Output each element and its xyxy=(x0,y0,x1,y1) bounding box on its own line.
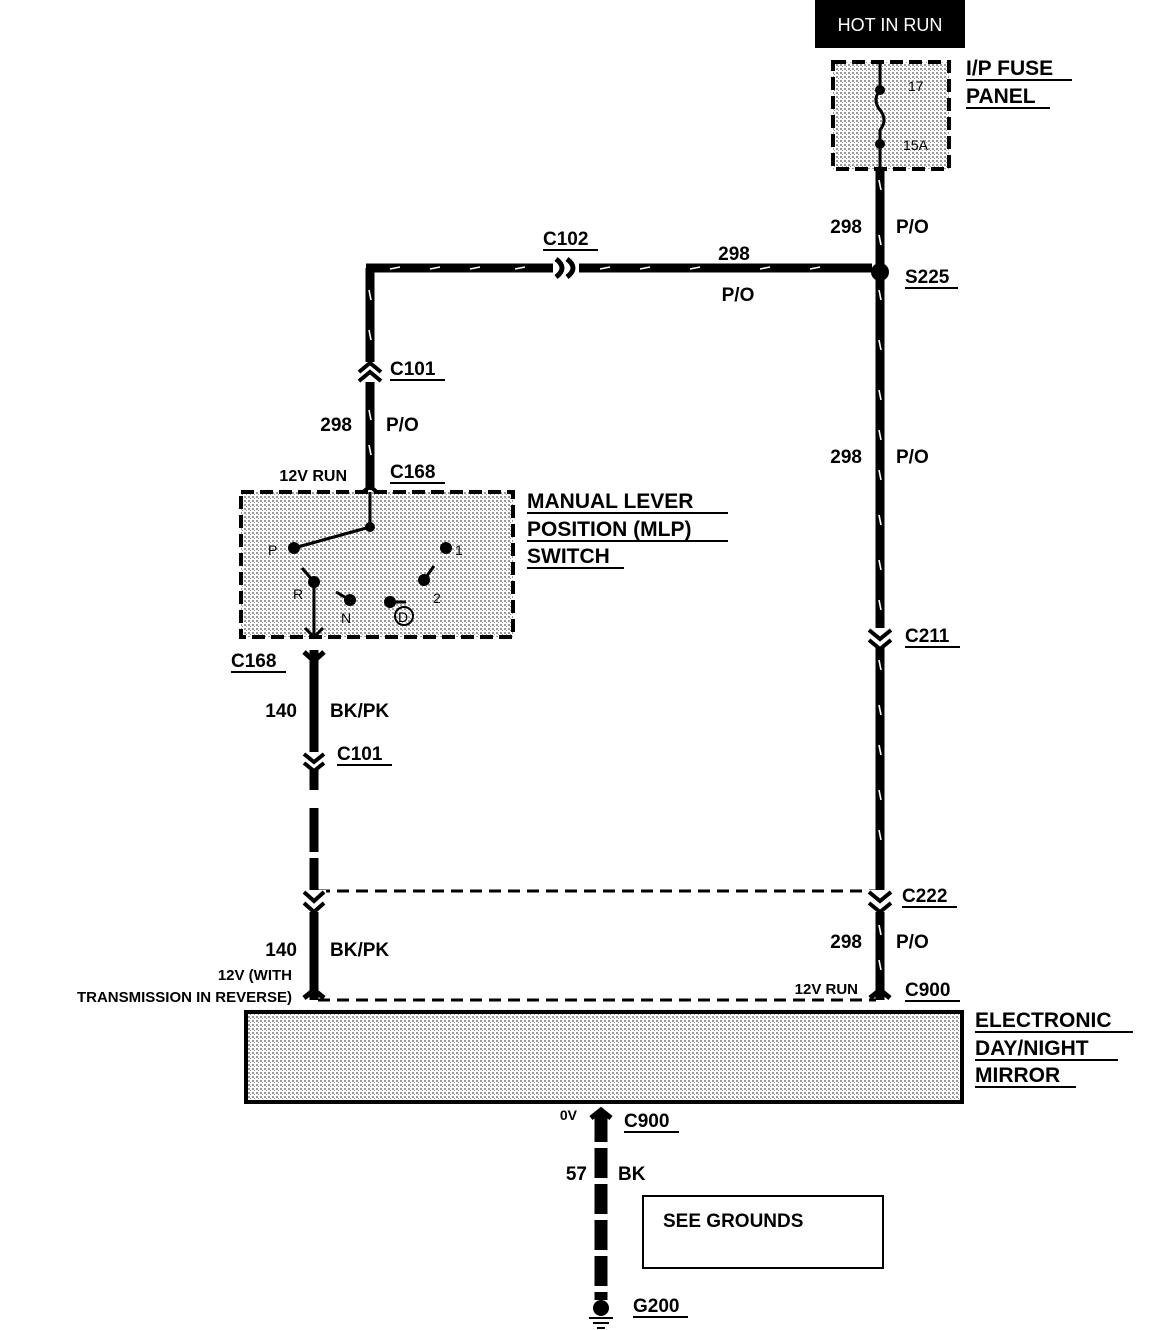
c168-bottom-label: C168 xyxy=(231,651,276,672)
fuse-out-circuit-color: P/O xyxy=(896,217,929,238)
position-d: D xyxy=(398,609,408,625)
connector-c101-bottom xyxy=(302,752,326,774)
mirror-title-3: MIRROR xyxy=(975,1064,1060,1087)
fuse-element-icon xyxy=(874,89,886,144)
c211-label: C211 xyxy=(905,626,950,647)
mlp-title-2: POSITION (MLP) xyxy=(527,518,692,541)
reverse-in-circuit-color: BK/PK xyxy=(330,940,389,961)
right-run-circuit-number: 298 xyxy=(830,447,862,468)
connector-c101-top xyxy=(357,360,383,383)
mlp-title-3: SWITCH xyxy=(527,545,610,568)
mirror-title-1: ELECTRONIC xyxy=(975,1009,1112,1032)
reverse-out-circuit-number: 140 xyxy=(265,701,297,722)
mlp-switch: P R N D 2 1 xyxy=(239,490,515,640)
c900-left-pin-icon xyxy=(302,986,326,1000)
position-r: R xyxy=(293,586,303,602)
reverse-in-circuit-number: 140 xyxy=(265,940,297,961)
c168-bottom-pin-icon xyxy=(302,650,326,665)
ground-voltage: 0V xyxy=(560,1107,578,1123)
connector-c102 xyxy=(553,257,579,279)
mirror-feed-circuit-number: 298 xyxy=(830,932,862,953)
hot-in-run-label: HOT IN RUN xyxy=(838,15,943,35)
drive-position-circle xyxy=(394,606,414,626)
c900-ground-pin-icon xyxy=(589,1106,613,1120)
reverse-voltage-line1: 12V (WITH xyxy=(218,967,292,984)
reverse-voltage-line2: TRANSMISSION IN REVERSE) xyxy=(77,989,292,1006)
ground-circuit-number: 57 xyxy=(566,1164,587,1185)
splice-label: S225 xyxy=(905,267,950,288)
c900-right-pin-icon xyxy=(868,986,892,1000)
see-grounds-note: SEE GROUNDS xyxy=(663,1211,803,1232)
mlp-title-1: MANUAL LEVER xyxy=(527,490,693,513)
mirror-run-voltage: 12V RUN xyxy=(795,981,858,998)
c168-top-label: C168 xyxy=(390,462,435,483)
mlp-wiper xyxy=(293,525,371,550)
splice-s225-dot xyxy=(871,263,889,281)
ground-circuit-color: BK xyxy=(618,1164,646,1185)
position-2: 2 xyxy=(433,590,441,606)
mirror-title-2: DAY/NIGHT xyxy=(975,1037,1089,1060)
connector-c211 xyxy=(867,628,893,652)
fuse-panel: 17 15A xyxy=(831,60,951,171)
c102-label: C102 xyxy=(543,229,588,250)
right-run-circuit-color: P/O xyxy=(896,447,929,468)
connector-c222 xyxy=(867,890,893,915)
c101-top-label: C101 xyxy=(390,359,436,380)
fuse-panel-title-2: PANEL xyxy=(966,85,1036,108)
ground-id: G200 xyxy=(633,1296,679,1317)
fuse-rating: 15A xyxy=(903,137,929,153)
c222-label: C222 xyxy=(902,886,947,907)
fuse-number: 17 xyxy=(908,78,924,94)
connector-c222-left xyxy=(302,890,326,915)
hot-in-run-header: HOT IN RUN xyxy=(815,0,965,48)
fuse-out-circuit-number: 298 xyxy=(830,217,862,238)
mirror-feed-circuit-color: P/O xyxy=(896,932,929,953)
position-p: P xyxy=(268,542,277,558)
position-1: 1 xyxy=(455,542,463,558)
c101-bottom-label: C101 xyxy=(337,744,383,765)
mirror-module-box xyxy=(244,1010,964,1104)
mlp-feed-circuit-color: P/O xyxy=(386,415,419,436)
ground-symbol-icon xyxy=(589,1300,613,1329)
mlp-input-voltage: 12V RUN xyxy=(279,468,347,485)
position-n: N xyxy=(341,610,351,626)
top-run-circuit-color: P/O xyxy=(722,285,755,306)
top-run-circuit-number: 298 xyxy=(718,244,750,265)
reverse-out-circuit-color: BK/PK xyxy=(330,701,389,722)
mlp-feed-circuit-number: 298 xyxy=(320,415,352,436)
c900-ground-label: C900 xyxy=(624,1111,669,1132)
c900-right-label: C900 xyxy=(905,980,950,1001)
fuse-panel-title-1: I/P FUSE xyxy=(966,57,1053,80)
see-grounds-box xyxy=(642,1195,884,1269)
